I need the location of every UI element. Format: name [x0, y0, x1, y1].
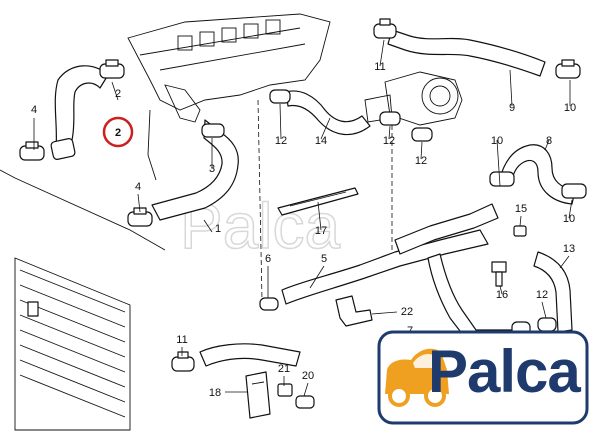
callout-label-12: 12: [383, 135, 395, 147]
callout-label-11: 11: [374, 61, 385, 73]
hose-3: [151, 119, 239, 221]
clamp-3: [201, 123, 225, 138]
bracket-17: [277, 187, 359, 216]
callout-labels: 2244311191012141212108151017136516122271…: [31, 61, 576, 399]
clamp-2-top: [99, 59, 125, 79]
callout-label-10: 10: [563, 213, 575, 225]
callout-label-2: 2: [115, 88, 121, 100]
callout-label-12: 12: [275, 135, 287, 147]
callout-label-18: 18: [209, 387, 221, 399]
callout-label-22: 22: [401, 306, 413, 318]
engine-block: [127, 13, 331, 181]
logo-text: Palca: [428, 338, 581, 405]
highlight-circle: [102, 116, 134, 148]
car-icon: [385, 348, 449, 407]
callout-label-15: 15: [515, 203, 527, 215]
callout-label-20: 20: [302, 370, 314, 382]
callout-label-1: 1: [215, 223, 221, 235]
bolt-16: [491, 261, 507, 287]
hose-11b: [199, 343, 301, 367]
clip-21: [277, 383, 293, 397]
callout-label-4: 4: [31, 104, 37, 116]
clamp-6: [259, 297, 279, 311]
clamp-12c: [411, 127, 433, 142]
clamp-11b: [171, 351, 195, 372]
callout-label-12: 12: [415, 155, 427, 167]
callout-label-10: 10: [491, 135, 503, 147]
logo-frame: [377, 330, 589, 425]
hose-9: [387, 29, 546, 77]
callout-label-9: 9: [509, 102, 515, 114]
callout-label-5: 5: [321, 253, 327, 265]
callout-label-11: 11: [176, 334, 187, 346]
callout-label-21: 21: [278, 363, 290, 375]
clamp-10c: [561, 183, 587, 199]
callout-label-3: 3: [209, 163, 215, 175]
radiator: [0, 169, 166, 431]
callout-label-6: 6: [265, 253, 271, 265]
leader-lines: [33, 39, 573, 397]
clamp-11a: [373, 18, 397, 39]
clamp-4a: [19, 141, 45, 161]
pipe-5-branch: [394, 203, 499, 255]
callout-label-17: 17: [315, 225, 327, 237]
callout-label-4: 4: [135, 181, 141, 193]
callout-label-10: 10: [564, 102, 576, 114]
clamp-12b: [379, 111, 401, 126]
nut-15: [513, 225, 527, 237]
clip-20: [295, 395, 315, 409]
callout-label-2: 2: [115, 127, 121, 139]
clip-22: [335, 295, 373, 327]
callout-label-14: 14: [315, 135, 327, 147]
callout-label-16: 16: [496, 289, 508, 301]
hose-8: [499, 144, 576, 205]
hose-14: [285, 90, 371, 136]
clamp-12a: [269, 89, 291, 104]
bracket-18: [245, 371, 271, 419]
hose-2: [54, 65, 109, 149]
callout-label-12: 12: [536, 289, 548, 301]
callout-label-13: 13: [563, 243, 575, 255]
callout-label-8: 8: [546, 135, 552, 147]
pipe-5: [281, 229, 489, 305]
clamp-10b: [489, 171, 515, 187]
clamp-10a: [555, 59, 581, 79]
